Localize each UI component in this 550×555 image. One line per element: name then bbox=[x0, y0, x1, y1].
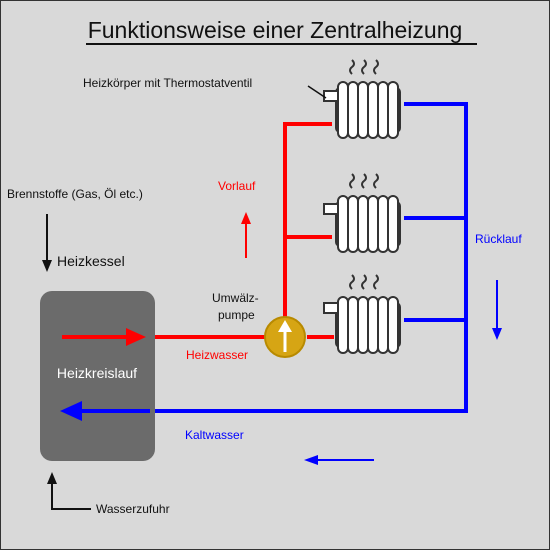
fuel-label: Brennstoffe (Gas, Öl etc.) bbox=[7, 187, 143, 201]
circulation-pump bbox=[264, 316, 306, 358]
radiator-label-pointer bbox=[307, 85, 327, 99]
valve-bottom bbox=[323, 302, 339, 314]
cold-water-arrow bbox=[304, 455, 374, 465]
diagram-title: Funktionsweise einer Zentralheizung bbox=[88, 17, 463, 43]
cold-water-label: Kaltwasser bbox=[185, 428, 244, 442]
return-label: Rücklauf bbox=[475, 232, 522, 246]
water-inlet-label: Wasserzufuhr bbox=[96, 502, 170, 516]
hot-arrow-in-boiler bbox=[62, 328, 146, 346]
hot-water-label: Heizwasser bbox=[186, 348, 248, 362]
fuel-arrow bbox=[42, 214, 52, 272]
valve-top bbox=[323, 90, 339, 102]
hot-supply-pipes bbox=[150, 122, 334, 339]
cold-arrow-in-boiler bbox=[60, 401, 150, 421]
water-inlet-arrow bbox=[47, 472, 91, 510]
cold-return-pipes bbox=[150, 102, 468, 413]
supply-arrow bbox=[241, 212, 251, 258]
radiator-label: Heizkörper mit Thermostatventil bbox=[83, 76, 252, 90]
pump-label-line1: Umwälz- bbox=[212, 291, 259, 305]
valve-middle bbox=[323, 203, 339, 215]
pump-label-line2: pumpe bbox=[218, 308, 255, 322]
return-arrow bbox=[492, 280, 502, 340]
supply-label: Vorlauf bbox=[218, 179, 256, 193]
circuit-label: Heizkreislauf bbox=[57, 365, 137, 381]
boiler-label: Heizkessel bbox=[57, 253, 125, 269]
